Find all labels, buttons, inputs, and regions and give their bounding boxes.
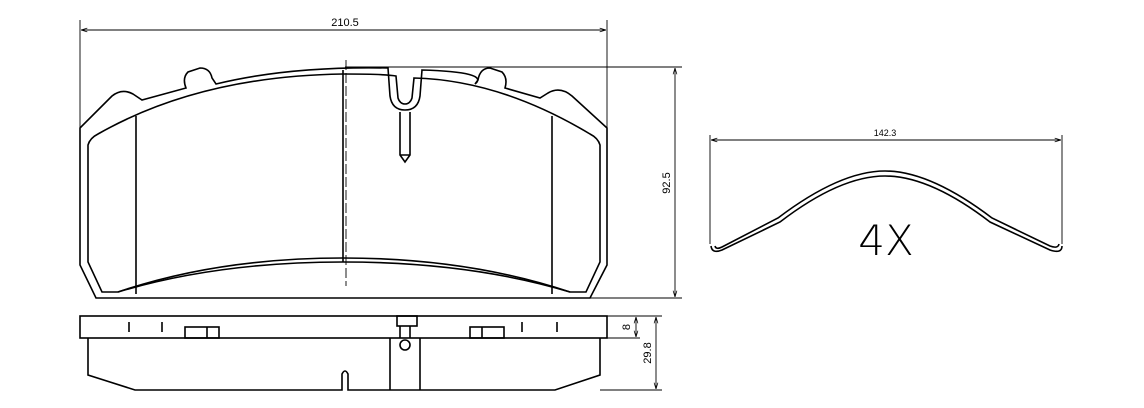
dim-width: 210.5 [79,17,608,128]
dim-clip-label: 142.3 [874,128,897,138]
wear-sensor-pin [399,112,411,164]
backing-plate-outline [79,67,608,299]
dim-total-label: 29.8 [642,342,654,363]
dim-backing-label: 8 [621,324,633,330]
dim-width-label: 210.5 [331,17,359,29]
dim-height-label: 92.5 [661,172,673,193]
dim-height: 92.5 [345,66,682,299]
pad-side-view [79,315,608,391]
friction-material-outline [87,73,601,293]
pad-front-view [79,60,608,299]
clip-quantity-label: 4X [858,216,914,265]
dim-thickness: 8 29.8 [600,315,662,391]
retaining-clip: 142.3 4X [709,128,1063,265]
